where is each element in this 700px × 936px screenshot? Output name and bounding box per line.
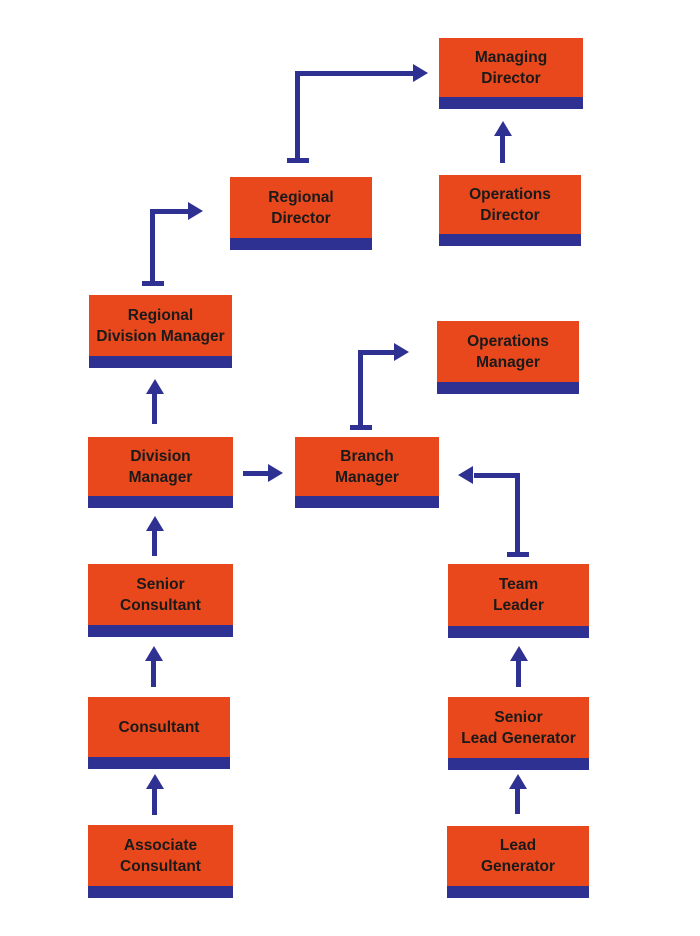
- connector-regional-director-tcap: [287, 158, 309, 163]
- connector-division-manager-to-regional-division-manager-line: [152, 392, 157, 424]
- connector-operations-director-to-managing-director-line: [500, 134, 505, 163]
- node-consultant: Consultant: [88, 697, 230, 769]
- connector-regional-division-manager-tcap: [142, 281, 164, 286]
- connector-regional-director-to-managing-director-hline: [295, 71, 415, 76]
- node-division-manager: Division Manager: [88, 437, 233, 508]
- arrowhead-right-icon: [268, 464, 283, 482]
- connector-branch-manager-to-operations-manager-hline: [358, 350, 396, 355]
- node-operations-manager: Operations Manager: [437, 321, 579, 394]
- connector-consultant-to-senior-consultant-line: [151, 659, 156, 687]
- node-team-leader: Team Leader: [448, 564, 589, 638]
- connector-senior-consultant-to-division-manager-line: [152, 529, 157, 556]
- connector-team-leader-tcap: [507, 552, 529, 557]
- connector-senior-lead-generator-to-team-leader-line: [516, 659, 521, 687]
- arrowhead-right-icon: [394, 343, 409, 361]
- connector-lead-generator-to-senior-lead-generator-line: [515, 787, 520, 814]
- connector-branch-manager-tcap: [350, 425, 372, 430]
- arrowhead-up-icon: [146, 379, 164, 394]
- connector-division-manager-to-branch-manager-line: [243, 471, 270, 476]
- node-managing-director: Managing Director: [439, 38, 583, 109]
- connector-regional-division-manager-to-regional-director-vline: [150, 211, 155, 283]
- arrowhead-up-icon: [494, 121, 512, 136]
- connector-branch-manager-to-operations-manager-vline: [358, 352, 363, 427]
- arrowhead-right-icon: [188, 202, 203, 220]
- arrowhead-up-icon: [509, 774, 527, 789]
- arrowhead-right-icon: [413, 64, 428, 82]
- connector-regional-division-manager-to-regional-director-hline: [150, 209, 190, 214]
- node-regional-director: Regional Director: [230, 177, 372, 250]
- arrowhead-up-icon: [145, 646, 163, 661]
- connector-team-leader-to-branch-manager-hline: [474, 473, 520, 478]
- arrowhead-up-icon: [510, 646, 528, 661]
- connector-associate-consultant-to-consultant-line: [152, 787, 157, 815]
- arrowhead-left-icon: [458, 466, 473, 484]
- connector-regional-director-to-managing-director-vline: [295, 73, 300, 160]
- arrowhead-up-icon: [146, 516, 164, 531]
- node-regional-division-manager: Regional Division Manager: [89, 295, 232, 368]
- node-senior-consultant: Senior Consultant: [88, 564, 233, 637]
- node-operations-director: Operations Director: [439, 175, 581, 246]
- node-associate-consultant: Associate Consultant: [88, 825, 233, 898]
- node-branch-manager: Branch Manager: [295, 437, 439, 508]
- node-senior-lead-generator: Senior Lead Generator: [448, 697, 589, 770]
- arrowhead-up-icon: [146, 774, 164, 789]
- node-lead-generator: Lead Generator: [447, 826, 589, 898]
- connector-team-leader-to-branch-manager-vline: [515, 475, 520, 554]
